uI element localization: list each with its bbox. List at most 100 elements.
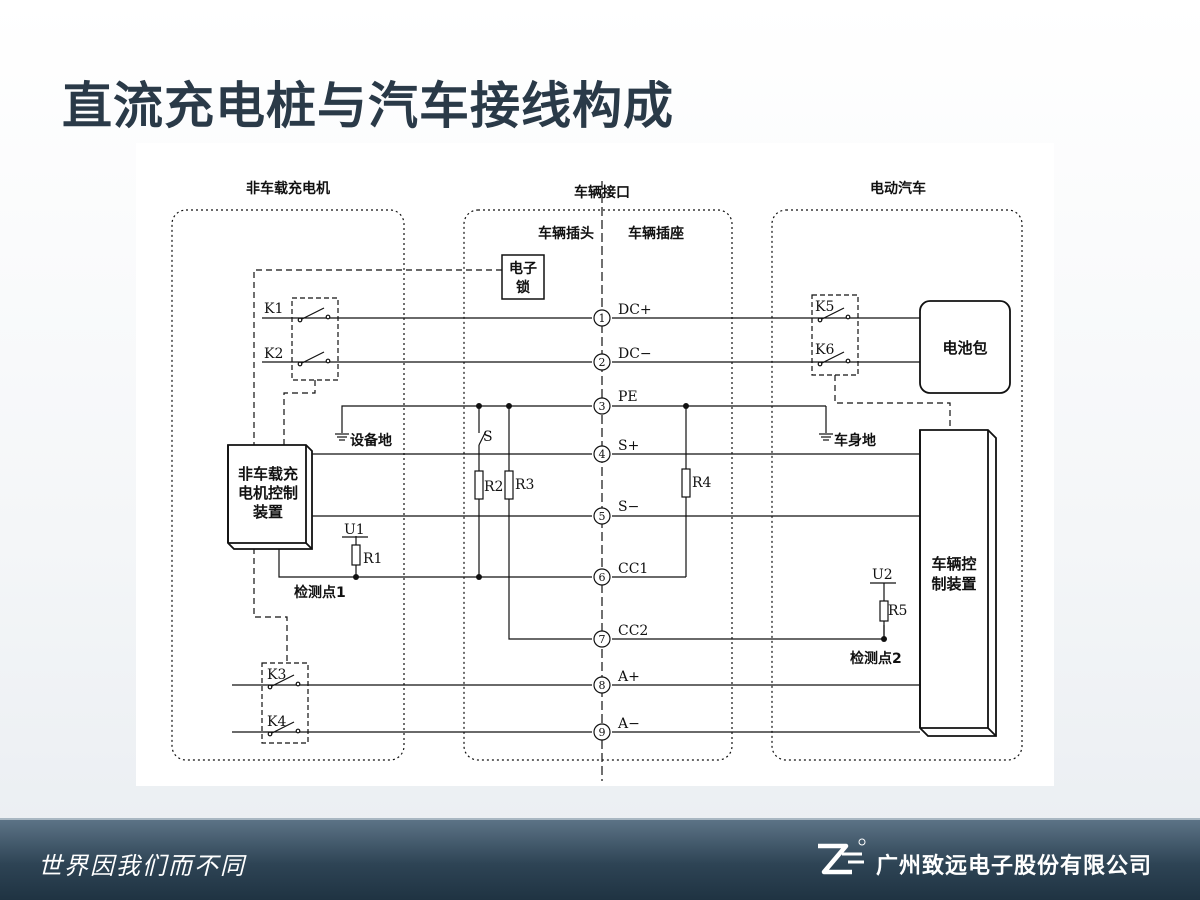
- k3-contact2: [295, 681, 301, 687]
- pin-5-number: 5: [599, 510, 606, 523]
- k5-contact: [817, 317, 823, 323]
- k5-label: K5: [815, 299, 834, 315]
- charger-ctrl-line1: 非车载充: [238, 465, 298, 483]
- pin-9-circle: [593, 723, 611, 741]
- k2-label: K2: [264, 346, 283, 362]
- k6-label: K6: [815, 342, 834, 358]
- r2-label: R2: [484, 479, 503, 495]
- s-switch-blade: [478, 430, 487, 446]
- battery-label: 电池包: [942, 339, 987, 357]
- pin-9-label: A−: [617, 716, 640, 732]
- k6-contact2: [845, 358, 851, 364]
- k1-k2-dashed-link: [283, 380, 316, 448]
- cc1-wire-charger: [278, 549, 592, 578]
- k2-contact2: [325, 358, 331, 364]
- k3-k4-dashed-link: [253, 538, 288, 663]
- k3-label: K3: [267, 667, 286, 683]
- k4-contact2: [295, 728, 301, 734]
- interface-zone-title: 车辆接口: [574, 184, 630, 201]
- k4-blade: [269, 721, 295, 735]
- k5-blade: [819, 307, 845, 321]
- pin-3-number: 3: [599, 400, 606, 413]
- pin-7-circle: [593, 630, 611, 648]
- equipment-ground-symbol: [335, 433, 349, 441]
- pin-3-circle: [593, 397, 611, 415]
- footer-bar: 世界因我们而不同 广州致远电子股份有限公司: [0, 820, 1200, 900]
- k1-label: K1: [264, 301, 283, 317]
- pin-2-number: 2: [599, 356, 606, 369]
- footer-divider: [0, 818, 1200, 820]
- equipment-ground-label: 设备地: [350, 432, 392, 449]
- vehicle-ctrl-line1: 车辆控: [931, 555, 976, 573]
- u2-label: U2: [872, 567, 893, 583]
- r1-label: R1: [363, 551, 382, 567]
- pin-9-number: 9: [599, 726, 606, 739]
- junction-dots: [353, 403, 887, 642]
- pin-4-circle: [593, 445, 611, 463]
- u1-label: U1: [344, 522, 365, 538]
- r1-resistor: [351, 544, 361, 566]
- k5-contact2: [845, 314, 851, 320]
- k6-contact: [817, 361, 823, 367]
- electronic-lock-box: [501, 254, 545, 300]
- pin-8-label: A+: [617, 669, 640, 685]
- r3-label: R3: [515, 477, 534, 493]
- k2-blade: [299, 351, 325, 365]
- charger-control-box: [227, 444, 313, 550]
- k4-contact: [267, 731, 273, 737]
- zlg-logo-icon: [818, 838, 866, 875]
- charger-ctrl-line3: 装置: [252, 503, 283, 521]
- k5-k6-dashed-link: [834, 375, 951, 430]
- test-point1-label: 检测点1: [294, 584, 346, 601]
- k1-k2-relay-box: [291, 297, 339, 381]
- r4-resistor: [681, 468, 691, 498]
- vehicle-control-box: [919, 429, 997, 737]
- pin-1-label: DC+: [618, 302, 652, 318]
- interface-zone-box: [463, 209, 733, 761]
- vehicle-zone-title: 电动汽车: [870, 180, 926, 197]
- cc2-wire-vehicle: [612, 625, 885, 640]
- pin-2-label: DC−: [618, 346, 652, 362]
- s-switch-label: S: [483, 429, 493, 445]
- battery-pack-box: [919, 300, 1011, 394]
- lock-label-line1: 电子: [509, 260, 537, 277]
- test-point2-label: 检测点2: [850, 650, 902, 667]
- vehicle-zone-box: [771, 209, 1023, 761]
- pin-7-label: CC2: [618, 623, 648, 639]
- r4-label: R4: [692, 475, 712, 491]
- company-name: 广州致远电子股份有限公司: [876, 854, 1153, 879]
- k1-contact: [297, 317, 303, 323]
- r5-label: R5: [888, 603, 907, 619]
- charger-ctrl-line2: 电机控制: [238, 484, 298, 502]
- pin-2-circle: [593, 353, 611, 371]
- pin-6-circle: [593, 568, 611, 586]
- pin-5-circle: [593, 507, 611, 525]
- k1-contact2: [325, 314, 331, 320]
- pin-7-number: 7: [599, 633, 606, 646]
- body-ground-symbol: [819, 433, 833, 441]
- lock-label-line2: 锁: [516, 279, 530, 296]
- pin-1-circle: [593, 309, 611, 327]
- charger-zone-title: 非车载充电机: [246, 180, 330, 197]
- k1-blade: [299, 307, 325, 321]
- pin-8-circle: [593, 676, 611, 694]
- k3-k4-relay-box: [261, 662, 309, 744]
- socket-label: 车辆插座: [628, 225, 684, 242]
- lock-dashed-link: [253, 269, 502, 448]
- footer-slogan: 世界因我们而不同: [38, 852, 246, 880]
- pe-wire-charger: [341, 405, 592, 433]
- slide-title: 直流充电桩与汽车接线构成: [62, 77, 674, 135]
- vehicle-ctrl-line2: 制装置: [931, 575, 976, 593]
- pin-1-number: 1: [599, 312, 606, 325]
- plug-label: 车辆插头: [538, 225, 594, 242]
- charger-zone-box: [171, 209, 405, 761]
- k6-blade: [819, 351, 845, 365]
- pin-4-number: 4: [599, 448, 606, 461]
- pin-4-label: S+: [618, 438, 639, 454]
- pin-8-number: 8: [599, 679, 606, 692]
- pin-3-label: PE: [618, 389, 638, 405]
- k3-contact: [267, 684, 273, 690]
- body-ground-label: 车身地: [834, 432, 876, 449]
- pin-6-label: CC1: [618, 561, 648, 577]
- wiring-diagram: 1 2 3 4 5 6 7 8 9 DC+ DC− PE S+ S− CC1 C…: [136, 143, 1054, 786]
